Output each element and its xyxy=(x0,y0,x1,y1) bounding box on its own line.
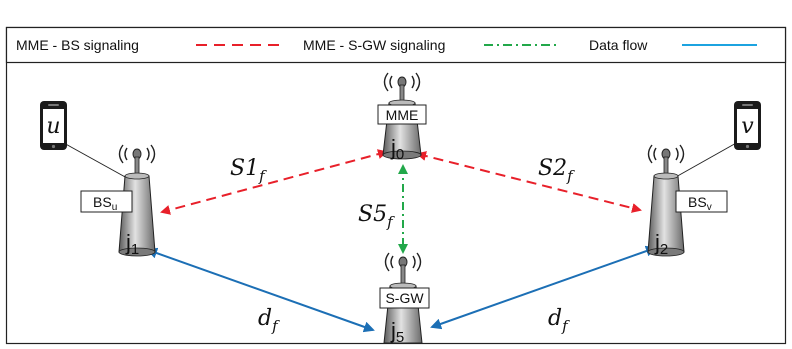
antenna-icon xyxy=(384,252,422,288)
legend-label-mme-bs: MME - BS signaling xyxy=(16,37,139,53)
bs-u-node-id: j1 xyxy=(125,230,139,258)
mme-tower: MME j0 xyxy=(377,72,427,163)
sgw-tower: S-GW j5 xyxy=(379,252,430,346)
link-label-d-right: df xyxy=(548,306,570,335)
bs-u-tower: BSu j1 xyxy=(80,144,156,258)
phone-u-icon: u xyxy=(40,101,67,150)
antenna-icon xyxy=(647,144,685,178)
bs-v-tower: BSv j2 xyxy=(647,144,728,258)
bs-v-label-box xyxy=(675,190,728,213)
user-u-label: u xyxy=(46,114,60,139)
sgw-node-id: j5 xyxy=(390,318,404,346)
phone-v-icon: v xyxy=(734,101,761,150)
legend-label-mme-sgw: MME - S-GW signaling xyxy=(303,37,445,53)
legend-label-data-flow: Data flow xyxy=(589,37,648,53)
mme-label-box xyxy=(377,104,427,125)
antenna-icon xyxy=(118,144,156,178)
user-u-connection xyxy=(61,141,128,179)
link-label-s5: S5f xyxy=(358,202,395,231)
link-s1 xyxy=(160,149,388,215)
sgw-label-box xyxy=(379,287,430,309)
mme-node-id: j0 xyxy=(390,135,404,163)
sgw-label: S-GW xyxy=(385,290,424,306)
bs-v-node-id: j2 xyxy=(654,230,668,258)
link-data-right xyxy=(430,245,657,330)
antenna-icon xyxy=(383,72,421,106)
user-v-label: v xyxy=(741,114,754,139)
bs-u-label: BSu xyxy=(93,194,117,213)
mme-label: MME xyxy=(386,107,419,123)
user-v-connection xyxy=(673,141,739,179)
link-label-d-left: df xyxy=(258,306,280,335)
legend: MME - BS signaling MME - S-GW signaling … xyxy=(5,26,787,64)
link-data-left xyxy=(146,247,375,333)
bs-v-label: BSv xyxy=(688,194,712,213)
link-s2 xyxy=(416,151,642,213)
link-label-s2: S2f xyxy=(538,156,575,185)
link-label-s1: S1f xyxy=(230,156,267,185)
bs-u-label-box xyxy=(80,190,133,213)
